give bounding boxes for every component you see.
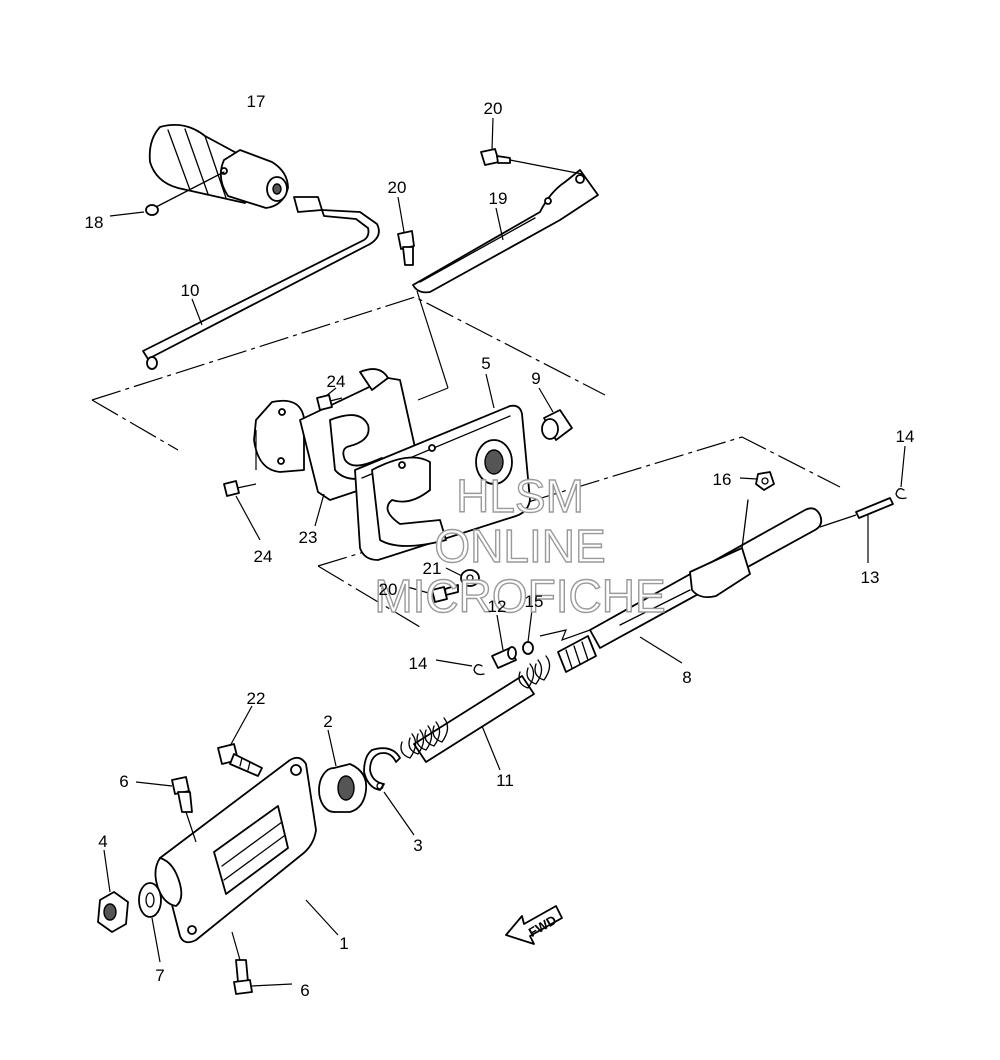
washer-15	[522, 609, 534, 655]
bolt-6-upper	[135, 776, 197, 843]
bearing	[318, 729, 368, 813]
nut-4	[97, 849, 129, 933]
callout-c8: 8	[682, 668, 691, 687]
callout-c24b: 24	[254, 547, 273, 566]
callout-c13: 13	[861, 568, 880, 587]
callout-c1: 1	[339, 934, 348, 953]
callout-c22: 22	[247, 689, 266, 708]
callout-c20b: 20	[388, 178, 407, 197]
callout-c18: 18	[85, 213, 104, 232]
callout-c23: 23	[299, 528, 318, 547]
callout-c19: 19	[489, 189, 508, 208]
callout-c2: 2	[323, 712, 332, 731]
callout-c16: 16	[713, 470, 732, 489]
spring-shaft	[400, 655, 551, 771]
watermark-line-3: MICROFICHE	[374, 570, 665, 622]
grip-screw	[109, 171, 225, 217]
callout-c5: 5	[481, 354, 490, 373]
callout-c20c: 20	[379, 580, 398, 599]
mount-bracket	[154, 756, 339, 944]
callout-c15: 15	[525, 592, 544, 611]
watermark-line-1: HLSM	[456, 470, 584, 522]
callout-c6b: 6	[300, 981, 309, 1000]
bolt-20-lower	[403, 584, 459, 603]
pin-13	[819, 497, 894, 563]
callout-c24a: 24	[327, 372, 346, 391]
callout-c4: 4	[98, 832, 107, 851]
bolt-top	[480, 117, 583, 175]
bolt-24-lower	[223, 430, 261, 541]
bolt-upper-middle	[397, 196, 415, 266]
bracket-plate	[412, 169, 599, 294]
fwd-arrow-icon: FWD	[505, 905, 563, 945]
callout-c11: 11	[496, 771, 514, 790]
steering-housing	[354, 373, 531, 561]
callout-c7: 7	[155, 966, 164, 985]
callout-c10: 10	[181, 281, 200, 300]
bushing	[538, 387, 573, 441]
watermark-line-2: ONLINE	[434, 520, 605, 572]
bolt-24-upper	[316, 387, 343, 411]
callout-c6a: 6	[119, 772, 128, 791]
callout-c3: 3	[413, 836, 422, 855]
watermark: HLSM ONLINE MICROFICHE	[374, 469, 667, 622]
callout-c9: 9	[531, 369, 540, 388]
tiller-grip	[148, 124, 323, 213]
throttle-rod	[142, 209, 380, 370]
circlip	[363, 747, 415, 836]
washer-21	[445, 567, 480, 587]
callout-c17: 17	[247, 92, 266, 111]
callout-c21: 21	[423, 559, 442, 578]
bolt-22	[217, 705, 263, 777]
bolt-6-lower	[231, 931, 293, 995]
clip-14-upper	[895, 445, 907, 500]
steering-shaft	[539, 499, 823, 673]
callout-c14b: 14	[409, 654, 428, 673]
pin-12	[491, 614, 517, 669]
nut-16	[739, 471, 775, 491]
callout-c14a: 14	[896, 427, 915, 446]
callout-c20a: 20	[484, 99, 503, 118]
washer-7	[138, 882, 162, 963]
clip-14-lower	[435, 659, 485, 676]
callout-c12: 12	[488, 597, 507, 616]
